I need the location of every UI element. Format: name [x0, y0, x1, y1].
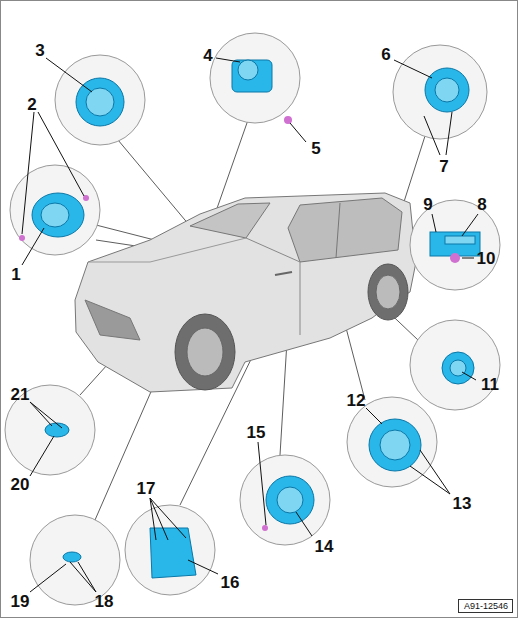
- figure-number: A91-12546: [464, 602, 507, 611]
- callout-number: 2: [27, 96, 36, 113]
- callout-number: 10: [477, 250, 496, 267]
- callout-leaders: [22, 58, 478, 592]
- callout-number: 14: [315, 538, 334, 555]
- figure-number-box: A91-12546: [458, 599, 513, 613]
- callout-number: 17: [137, 480, 156, 497]
- callout-number: 18: [95, 593, 114, 610]
- callout-number: 16: [221, 574, 240, 591]
- callout-number: 13: [453, 495, 472, 512]
- callout-number: 20: [11, 476, 30, 493]
- callout-number: 8: [477, 196, 486, 213]
- detail-circles: [5, 33, 500, 605]
- callout-number: 6: [381, 46, 390, 63]
- callout-number: 9: [423, 196, 432, 213]
- car-body: [75, 193, 416, 392]
- fixing-points: [19, 116, 460, 531]
- callout-number: 1: [11, 266, 20, 283]
- callout-number: 5: [311, 140, 320, 157]
- callout-number: 7: [439, 158, 448, 175]
- speaker-parts: [32, 60, 480, 578]
- callout-number: 19: [11, 593, 30, 610]
- callout-number: 15: [247, 424, 266, 441]
- callout-number: 21: [11, 386, 30, 403]
- callout-number: 4: [203, 47, 212, 64]
- callout-number: 11: [481, 376, 499, 393]
- callout-number: 12: [347, 392, 366, 409]
- callout-number: 3: [35, 42, 44, 59]
